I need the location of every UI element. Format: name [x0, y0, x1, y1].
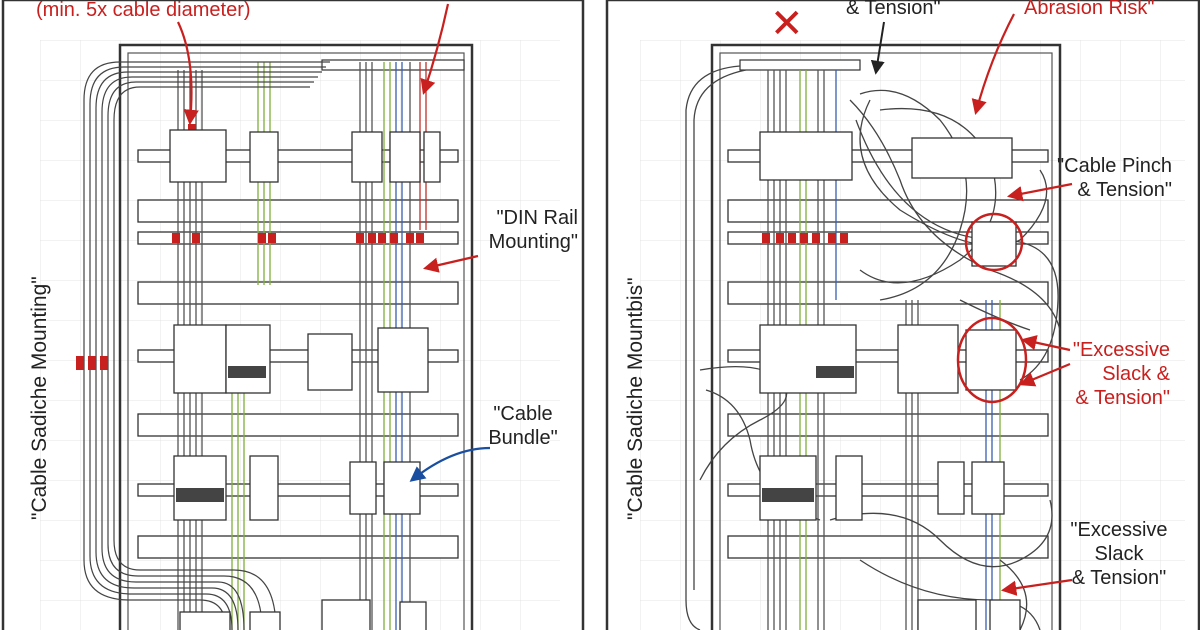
pinch-arrow	[1006, 182, 1073, 202]
pinch-label-line2: & Tension"	[1077, 179, 1172, 201]
bend-radius-label: (min. 5x cable diameter)	[36, 0, 251, 21]
cable-bundle-label-line2: Bundle"	[488, 427, 558, 449]
slack-red-label-line3: & Tension"	[1075, 387, 1170, 409]
din-rail-label: "DIN Rail Mounting"	[478, 206, 578, 254]
terminal-markers-right	[762, 233, 848, 243]
din-rail-label-line2: Mounting"	[488, 231, 578, 253]
din-rail-arrow	[422, 254, 479, 273]
device-row-4	[179, 599, 427, 630]
right-side-label: "Cable Sadiche Mountbis"	[624, 277, 647, 520]
left-enclosure	[76, 3, 491, 630]
left-side-label: "Cable Sadiche Mounting"	[28, 276, 51, 520]
slack-red-label-line2: Slack &	[1102, 363, 1170, 385]
right-panel-frame	[605, 0, 1200, 630]
tension-top-arrow	[870, 21, 885, 75]
slack-black-label-line3: & Tension"	[1071, 567, 1167, 589]
slack-red-label: "Excessive Slack & & Tension"	[1056, 338, 1170, 410]
abrasion-arrow	[971, 13, 1015, 115]
slack-red-arrow-2	[1019, 362, 1071, 387]
device-row-1	[169, 129, 441, 183]
slack-black-arrow	[1000, 578, 1073, 596]
tension-top-label: & Tension"	[846, 0, 941, 19]
top-red-arrow	[420, 3, 450, 95]
cable-bundle-loop	[83, 61, 330, 630]
cable-bundle-label: "Cable Bundle"	[478, 402, 568, 450]
bend-radius-arrow	[177, 21, 199, 126]
device-row-2	[173, 324, 429, 394]
wrong-mark-icon: ✕	[770, 2, 804, 46]
slack-black-label: "Excessive Slack & Tension"	[1064, 518, 1174, 590]
pinch-label-line1: "Cable Pinch	[1057, 155, 1172, 177]
slack-black-label-line1: "Excessive	[1070, 519, 1168, 541]
slack-red-arrow-1	[1020, 335, 1071, 352]
right-enclosure	[685, 13, 1073, 630]
slack-highlight-circle	[956, 316, 1028, 404]
cable-bundle-label-line1: "Cable	[493, 403, 553, 425]
bundle-ties	[76, 356, 108, 370]
pinch-label: "Cable Pinch & Tension"	[1040, 154, 1172, 202]
slack-black-label-line2: Slack	[1094, 543, 1144, 565]
cable-bundle-arrow	[409, 446, 491, 482]
din-rails	[137, 149, 459, 559]
left-panel-frame	[1, 0, 585, 630]
abrasion-risk-label: Abrasion Risk"	[1024, 0, 1155, 19]
pinch-highlight-circle	[964, 212, 1024, 272]
terminal-markers	[172, 124, 424, 243]
din-rail-label-line1: "DIN Rail	[496, 207, 578, 229]
slack-red-label-line1: "Excessive	[1072, 339, 1170, 361]
